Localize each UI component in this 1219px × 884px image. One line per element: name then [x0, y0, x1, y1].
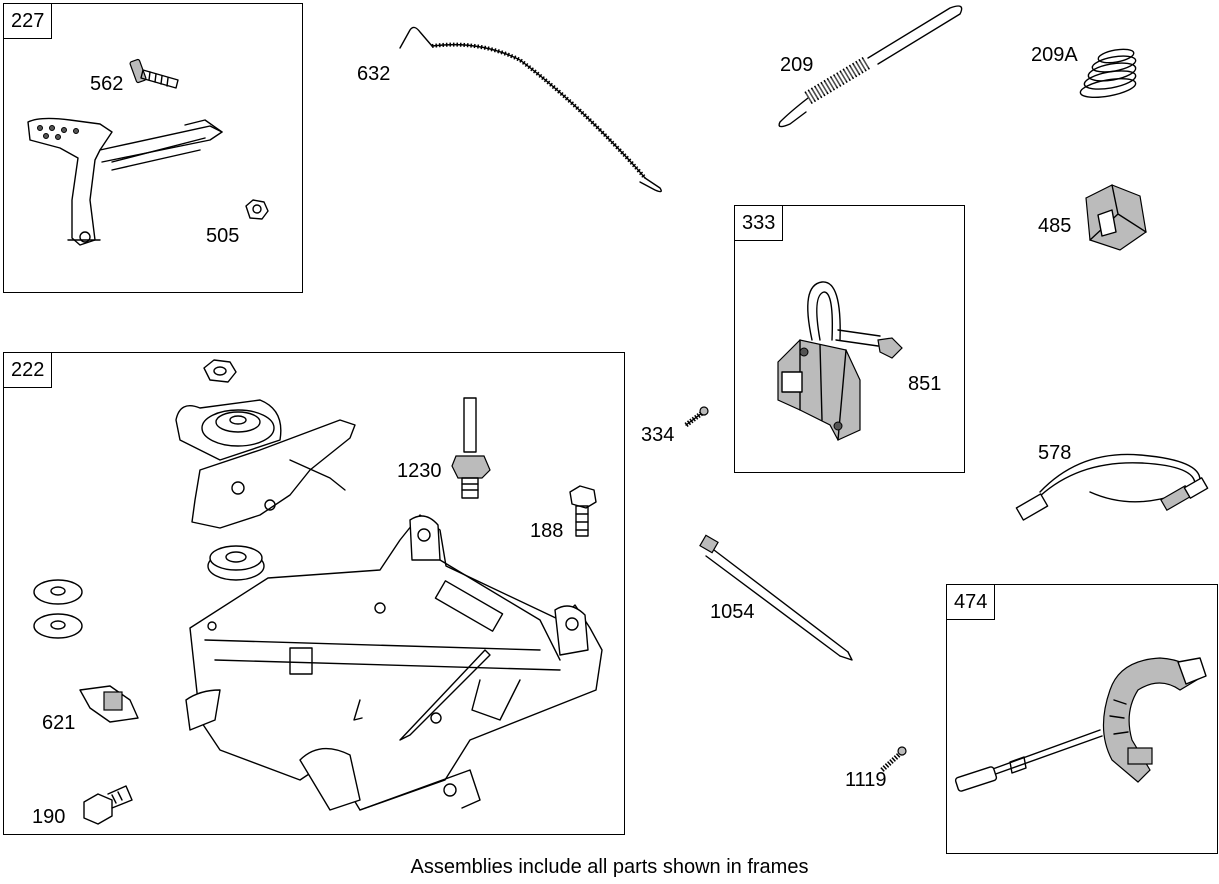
bracket-222-drawing: [185, 514, 603, 811]
frame-222: 222: [3, 352, 625, 835]
label-578: 578: [1038, 442, 1072, 464]
label-851: 851: [908, 373, 942, 395]
armature-333-drawing: [777, 281, 903, 441]
label-188: 188: [530, 520, 564, 542]
label-632: 632: [357, 63, 391, 85]
spring-209-drawing: [778, 5, 963, 128]
screw-334-drawing: [684, 406, 709, 427]
label-190: 190: [32, 806, 66, 828]
label-209a: 209A: [1031, 44, 1078, 66]
bolt-188-drawing: [569, 485, 597, 537]
spring-632-drawing: [399, 26, 662, 193]
label-334: 334: [641, 424, 675, 446]
label-1054: 1054: [710, 601, 755, 623]
nut-222-drawing: [203, 359, 237, 383]
caption: Assemblies include all parts shown in fr…: [410, 856, 809, 878]
label-209: 209: [780, 54, 814, 76]
nut-505-drawing: [245, 199, 269, 220]
frame-474-tag: 474: [947, 585, 996, 620]
label-505: 505: [206, 225, 240, 247]
spring-209a-drawing: [1079, 48, 1137, 98]
frame-474: 474: [946, 584, 1218, 854]
bolt-562-drawing: [129, 58, 179, 89]
label-621: 621: [42, 712, 76, 734]
control-assembly-474-drawing: [954, 657, 1207, 792]
stud-1230-drawing: [451, 397, 491, 499]
block-485-drawing: [1085, 184, 1147, 251]
label-1230: 1230: [397, 460, 442, 482]
label-485: 485: [1038, 215, 1072, 237]
harness-578-drawing: [1015, 453, 1209, 521]
washers-222-drawing: [33, 579, 83, 639]
label-562: 562: [90, 73, 124, 95]
cable-tie-1054-drawing: [699, 534, 853, 661]
frame-333: 333: [734, 205, 965, 473]
frame-227-tag: 227: [4, 4, 53, 39]
frame-227: 227: [3, 3, 303, 293]
lever-assembly-222-drawing: [175, 399, 356, 529]
bushing-222-drawing: [207, 545, 265, 581]
label-1119: 1119: [845, 769, 887, 791]
screw-1119-drawing: [880, 746, 907, 772]
lever-227-drawing: [27, 117, 223, 246]
bolt-190-drawing: [83, 785, 133, 825]
frame-333-tag: 333: [735, 206, 784, 241]
frame-222-tag: 222: [4, 353, 53, 388]
clip-621-drawing: [79, 685, 139, 723]
